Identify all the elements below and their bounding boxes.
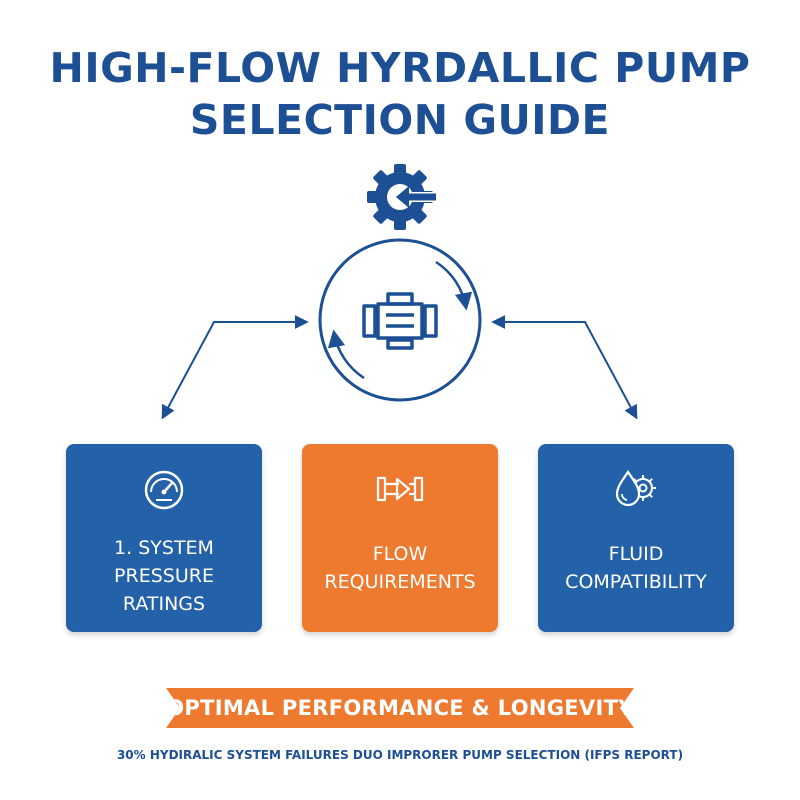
card-system-pressure: 1. SYSTEM PRESSURE RATINGS — [66, 444, 262, 632]
page-title: HIGH-FLOW HYRDALLIC PUMP SELECTION GUIDE — [0, 42, 800, 146]
motor-pump-icon — [362, 292, 438, 350]
summary-banner: OPTIMAL PERFORMANCE & LONGEVITY — [166, 688, 634, 728]
card-label-line: FLOW — [372, 543, 428, 565]
card-label: FLUID COMPATIBILITY — [538, 540, 734, 596]
card-label-line: 1. SYSTEM — [114, 537, 214, 559]
gear-arrow-icon — [367, 164, 436, 230]
page-title-line-1: HIGH-FLOW HYRDALLIC PUMP — [49, 44, 751, 92]
card-label-line: COMPATIBILITY — [565, 571, 707, 593]
card-fluid-compatibility: FLUID COMPATIBILITY — [538, 444, 734, 632]
card-label-line: RATINGS — [122, 593, 206, 615]
pressure-gauge-icon — [144, 470, 184, 510]
card-flow-requirements: FLOW REQUIREMENTS — [302, 444, 498, 632]
card-label: FLOW REQUIREMENTS — [302, 540, 498, 596]
card-label-line: FLUID — [608, 543, 664, 565]
footnote: 30% HYDIRALIC SYSTEM FAILURES DUO IMPROR… — [116, 748, 684, 762]
flow-pipe-arrow-icon — [376, 476, 424, 502]
page-title-line-2: SELECTION GUIDE — [189, 96, 611, 144]
card-label-line: REQUIREMENTS — [324, 571, 476, 593]
card-label: 1. SYSTEM PRESSURE RATINGS — [66, 534, 262, 618]
card-label-line: PRESSURE — [114, 565, 214, 587]
branch-connectors — [161, 315, 638, 420]
center-cycle — [318, 238, 482, 402]
droplet-gear-icon — [615, 470, 656, 507]
